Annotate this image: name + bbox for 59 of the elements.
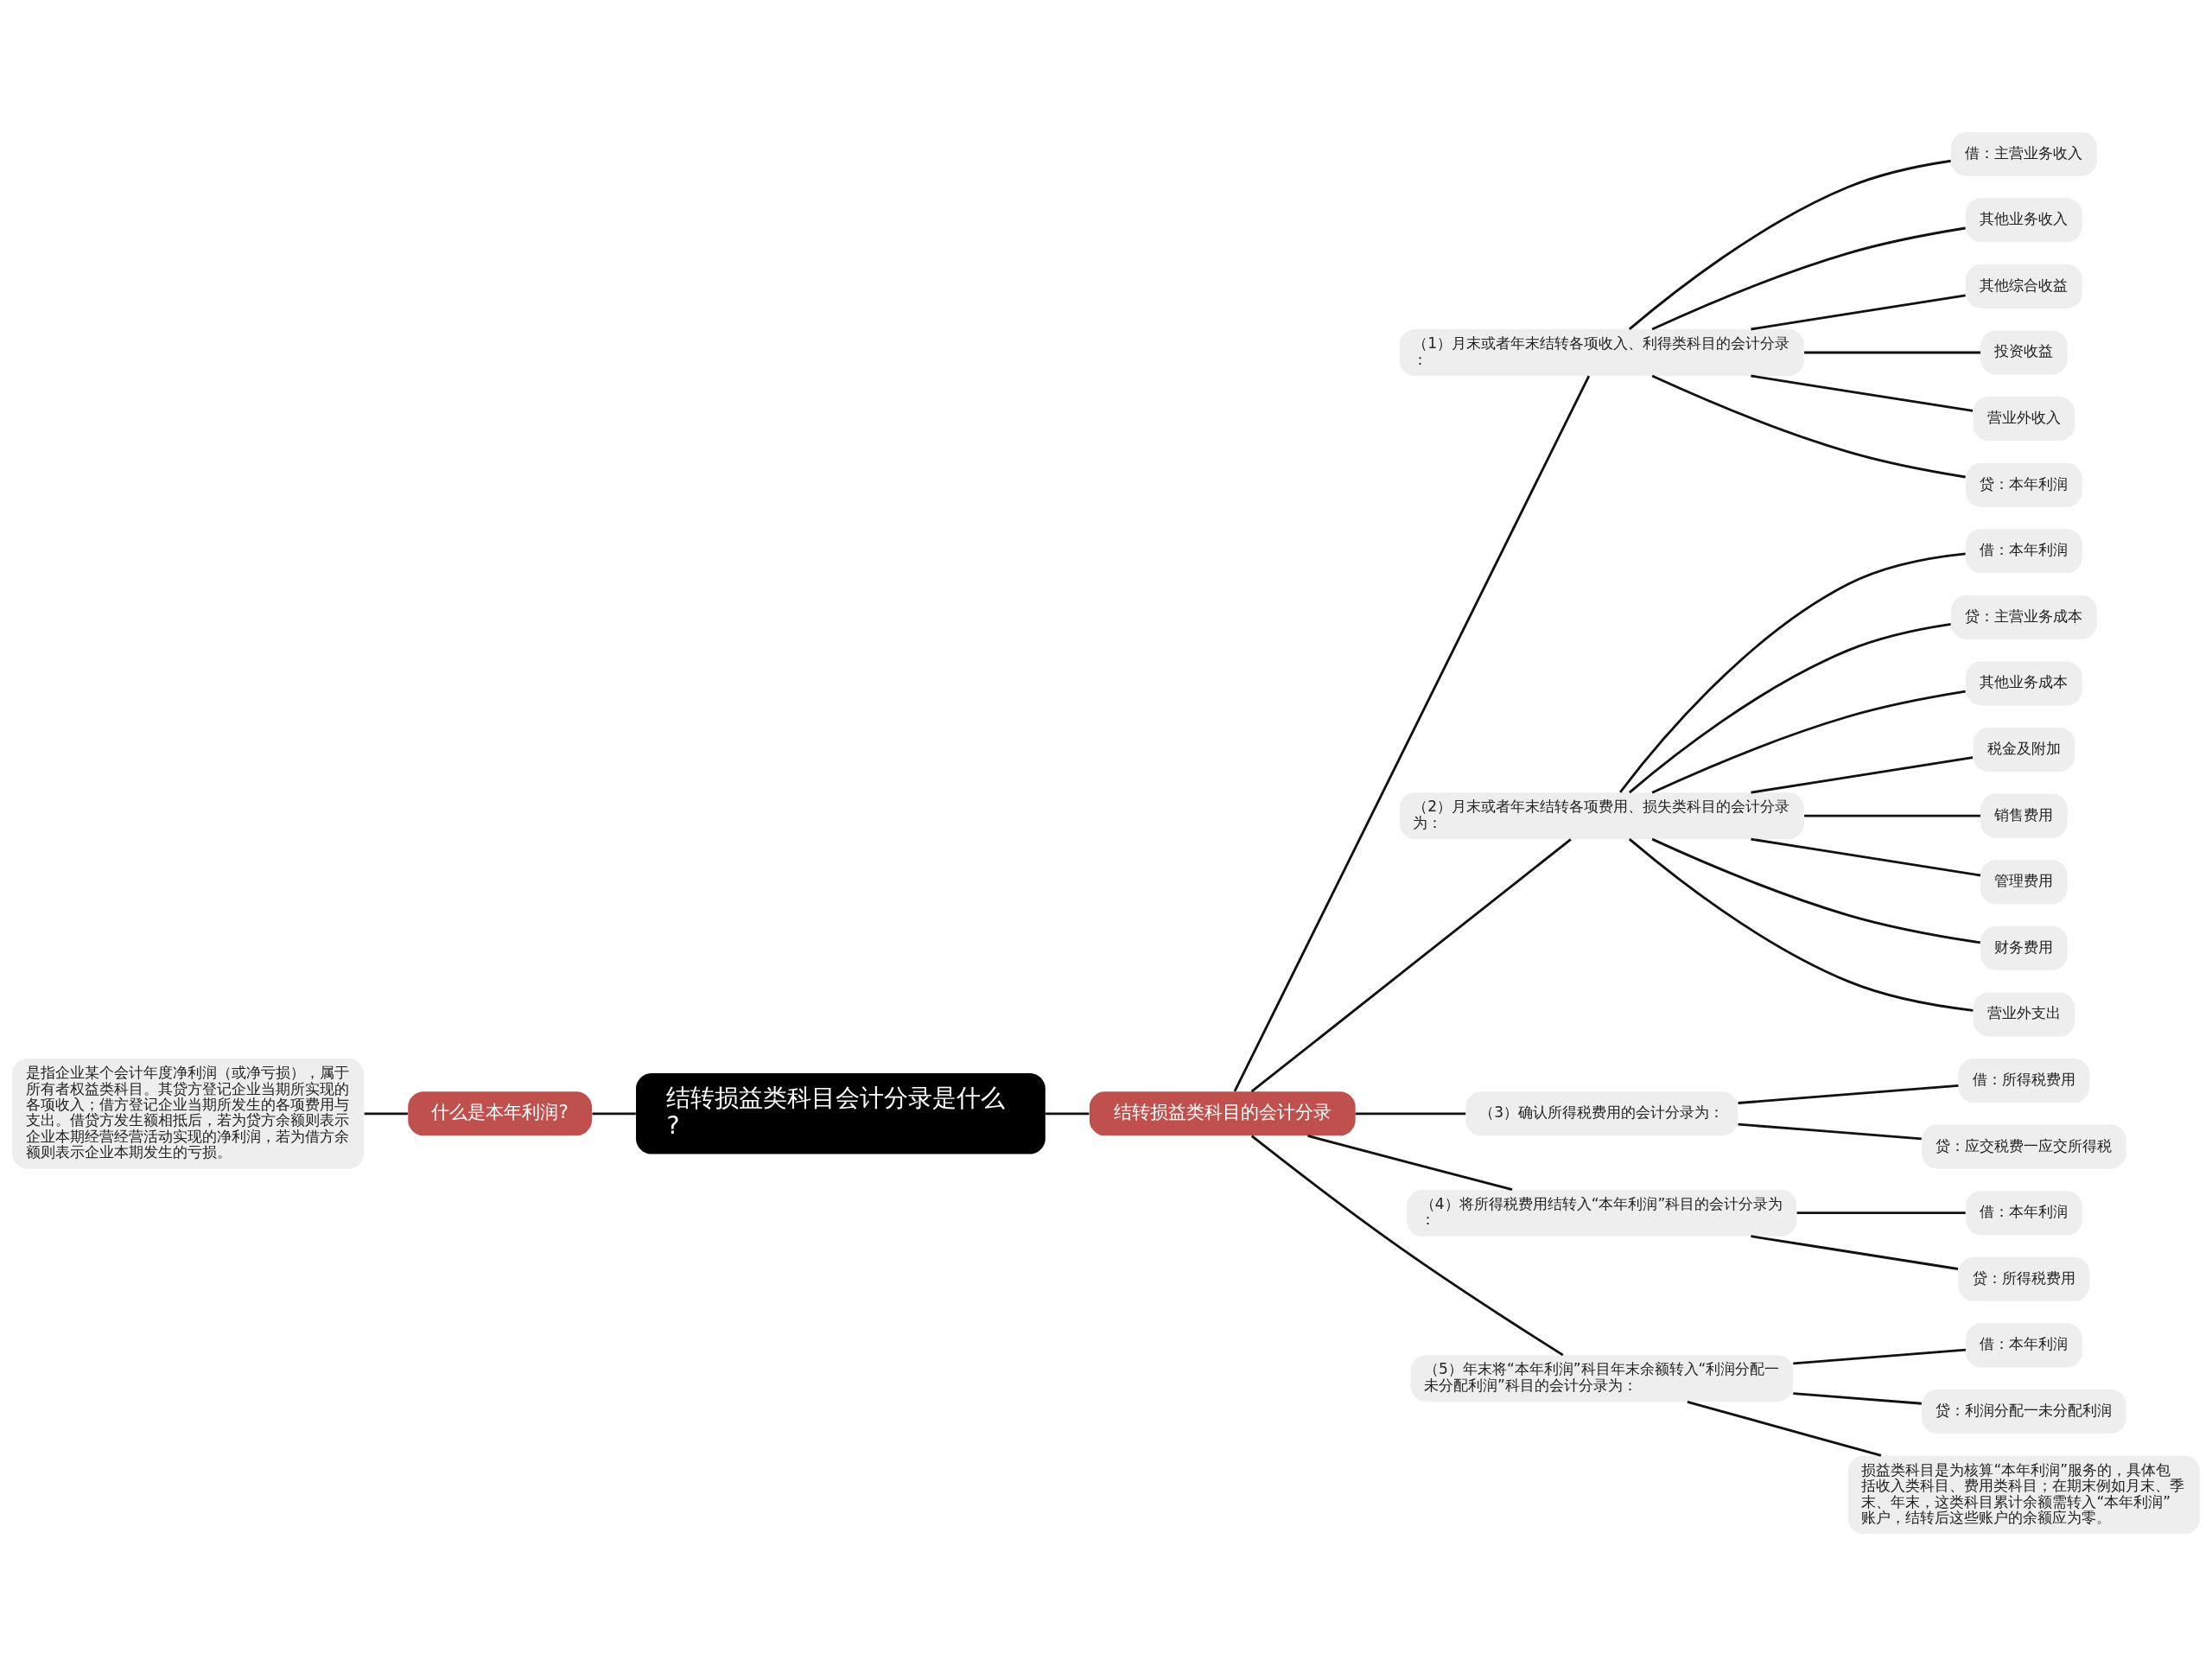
connector bbox=[1751, 837, 1981, 877]
connector bbox=[1628, 623, 1951, 794]
node-box: 结转损益类科目会计分录是什么? bbox=[636, 1073, 1046, 1154]
connector bbox=[1651, 226, 1966, 331]
connector bbox=[1651, 374, 1966, 479]
connector bbox=[1793, 1392, 1922, 1405]
connector bbox=[1687, 1400, 1882, 1457]
node-box: 借：本年利润 bbox=[1966, 1191, 2082, 1236]
connector bbox=[1250, 1135, 1564, 1357]
node-box: 其他综合收益 bbox=[1966, 264, 2082, 308]
node-box: 贷：利润分配一未分配利润 bbox=[1921, 1389, 2126, 1434]
connector bbox=[1628, 159, 1951, 331]
connector bbox=[1651, 837, 1980, 944]
connector bbox=[1738, 1122, 1922, 1141]
node-box: 税金及附加 bbox=[1973, 728, 2075, 773]
connector bbox=[1751, 294, 1966, 331]
node-box: （3）确认所得税费用的会计分录为： bbox=[1465, 1091, 1738, 1136]
connector bbox=[1045, 1112, 1090, 1116]
connector bbox=[1738, 1084, 1959, 1104]
connector bbox=[1651, 690, 1966, 794]
connector bbox=[1751, 756, 1974, 794]
node-box: 贷：所得税费用 bbox=[1958, 1256, 2090, 1301]
node-box: 贷：本年利润 bbox=[1966, 462, 2082, 507]
node-box: 营业外收入 bbox=[1973, 397, 2075, 442]
node-box: 销售费用 bbox=[1980, 793, 2068, 838]
node-box: 财务费用 bbox=[1980, 925, 2068, 970]
node-box: （1）月末或者年末结转各项收入、利得类科目的会计分录： bbox=[1399, 329, 1804, 376]
connector bbox=[1250, 838, 1572, 1093]
connector bbox=[592, 1112, 636, 1116]
connector bbox=[1355, 1112, 1466, 1116]
connector bbox=[1804, 351, 1980, 354]
connector bbox=[1307, 1135, 1513, 1192]
node-box: 借：本年利润 bbox=[1966, 529, 2082, 574]
node-box: 借：主营业务收入 bbox=[1951, 131, 2097, 176]
node-box: 什么是本年利润? bbox=[408, 1091, 592, 1136]
node-box: 贷：应交税费一应交所得税 bbox=[1921, 1124, 2126, 1169]
node-box: 管理费用 bbox=[1980, 860, 2068, 905]
node-box: 是指企业某个会计年度净利润（或净亏损），属于所有者权益类科目。其贷方登记企业当期所实现的各项收入；借方登记企业当期所发生的各项费用与支出。借贷方发生额相抵后，若为贷方余额则表示企业本期经营经营活动实现的净利润，若为借方余额则表示企业本期发生的亏损。 bbox=[12, 1059, 365, 1169]
node-box: 借：所得税费用 bbox=[1958, 1059, 2090, 1103]
node-box: 损益类科目是为核算“本年利润”服务的，具体包括收入类科目、费用类科目；在期末例如月末、季末、年末，这类科目累计余额需转入“本年利润”账户，结转后这些账户的余额应为零。 bbox=[1847, 1455, 2200, 1535]
node-box: 结转损益类科目的会计分录 bbox=[1089, 1091, 1356, 1136]
node-box: （5）年末将“本年利润”科目年末余额转入“利润分配一未分配利润”科目的会计分录为： bbox=[1410, 1355, 1793, 1402]
node-box: 投资收益 bbox=[1980, 330, 2068, 375]
connector bbox=[1619, 552, 1966, 793]
connector bbox=[1804, 814, 1980, 817]
node-box: （4）将所得税费用结转入“本年利润”科目的会计分录为： bbox=[1407, 1189, 1797, 1237]
connector bbox=[1628, 838, 1974, 1012]
node-box: 贷：主营业务成本 bbox=[1951, 595, 2097, 639]
connector bbox=[1796, 1211, 1966, 1215]
connector bbox=[364, 1112, 408, 1116]
node-box: 借：本年利润 bbox=[1966, 1323, 2082, 1368]
node-box: （2）月末或者年末结转各项费用、损失类科目的会计分录为： bbox=[1399, 792, 1804, 840]
connector bbox=[1793, 1348, 1967, 1365]
node-box: 营业外支出 bbox=[1973, 992, 2075, 1037]
node-box: 其他业务收入 bbox=[1966, 198, 2082, 243]
node-box: 其他业务成本 bbox=[1966, 661, 2082, 706]
connector bbox=[1751, 1235, 1959, 1270]
connector bbox=[1751, 374, 1974, 412]
connector bbox=[1233, 375, 1591, 1092]
